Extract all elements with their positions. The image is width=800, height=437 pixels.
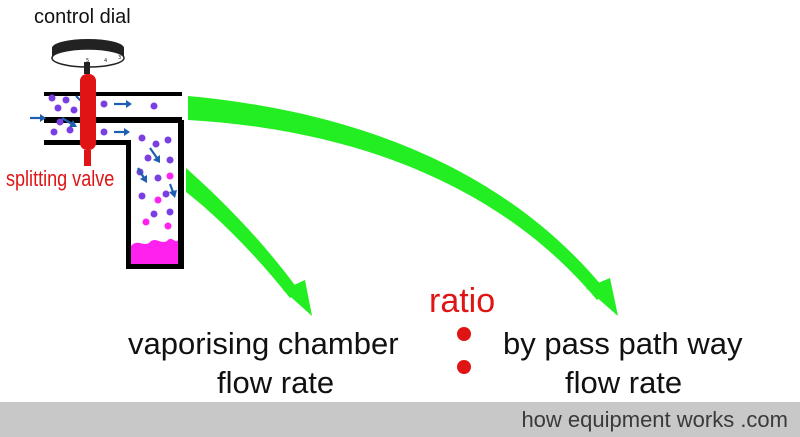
bypass-flow-rate-label: flow rate [565, 365, 683, 400]
liquid-agent [131, 238, 178, 264]
chamber-arrowhead [283, 280, 312, 316]
bypass-arrowhead [586, 278, 618, 316]
site-credit: how equipment works .com [521, 407, 788, 432]
vaporising-flow-rate-label: flow rate [217, 365, 335, 400]
ratio-label: ratio [429, 282, 496, 320]
dial-tick: 5 [86, 58, 89, 64]
ratio-colon-bottom [457, 360, 471, 374]
control-dial: 5 4 3 [51, 39, 125, 74]
flow-direction-arrows [30, 95, 177, 198]
bypass-path-label: by pass path way [503, 326, 743, 361]
ratio-colon-top [457, 327, 471, 341]
vapour-particles [48, 94, 174, 230]
dial-tick: 4 [104, 58, 107, 64]
control-dial-label: control dial [34, 6, 131, 28]
vaporising-chamber-label: vaporising chamber [128, 326, 399, 361]
footer-bar: how equipment works .com [0, 402, 800, 437]
dial-tick: 3 [118, 55, 121, 61]
splitting-valve-label: splitting valve [6, 166, 115, 191]
splitting-valve [80, 74, 96, 166]
chamber-flow-arrow [186, 168, 300, 298]
bypass-pipe [44, 92, 182, 123]
bypass-flow-arrow [188, 96, 607, 300]
